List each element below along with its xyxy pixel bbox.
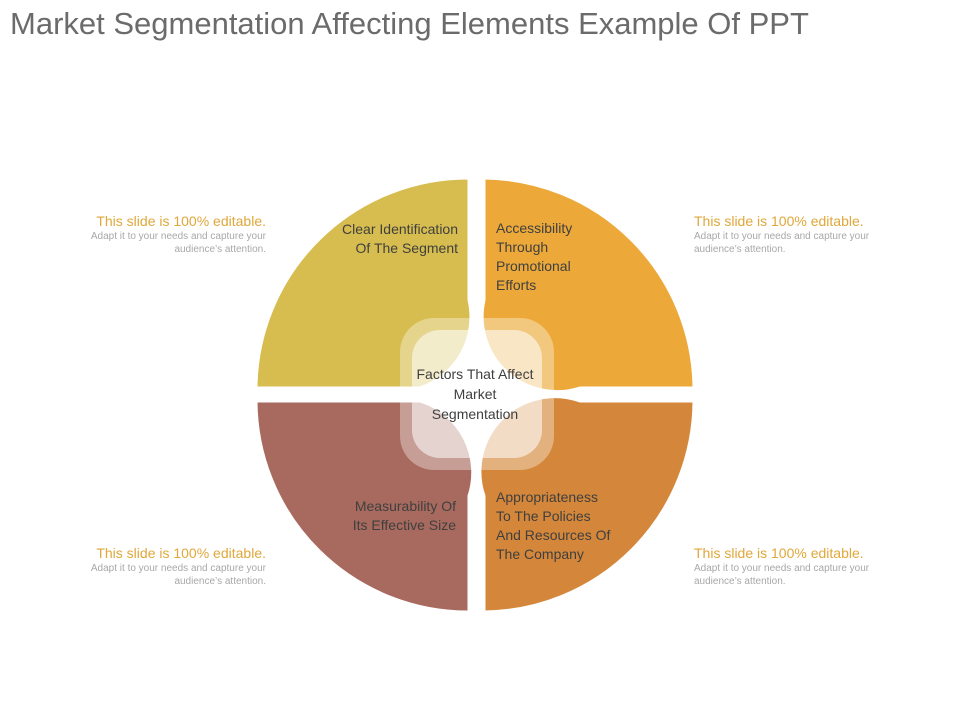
note-body: Adapt it to your needs and capture your … [694,231,870,255]
note-bottom-right: This slide is 100% editable. Adapt it to… [694,545,894,588]
note-heading: This slide is 100% editable. [694,545,864,561]
note-body: Adapt it to your needs and capture your … [90,231,266,255]
note-top-left: This slide is 100% editable. Adapt it to… [66,213,266,256]
slide-title: Market Segmentation Affecting Elements E… [10,6,809,41]
segment-label-top-left: Clear Identification Of The Segment [342,221,458,256]
center-label: Factors That Affect Market Segmentation [416,366,534,422]
segment-label-top-right: Accessibility Through Promotional Effort… [496,220,573,293]
note-heading: This slide is 100% editable. [96,213,266,229]
segment-label-bottom-left: Measurability Of Its Effective Size [352,498,456,533]
note-heading: This slide is 100% editable. [694,213,864,229]
note-body: Adapt it to your needs and capture your … [694,563,870,587]
note-body: Adapt it to your needs and capture your … [90,563,266,587]
note-heading: This slide is 100% editable. [96,545,266,561]
note-top-right: This slide is 100% editable. Adapt it to… [694,213,894,256]
note-bottom-left: This slide is 100% editable. Adapt it to… [66,545,266,588]
segment-label-bottom-right: Appropriateness To The Policies And Reso… [496,489,611,562]
